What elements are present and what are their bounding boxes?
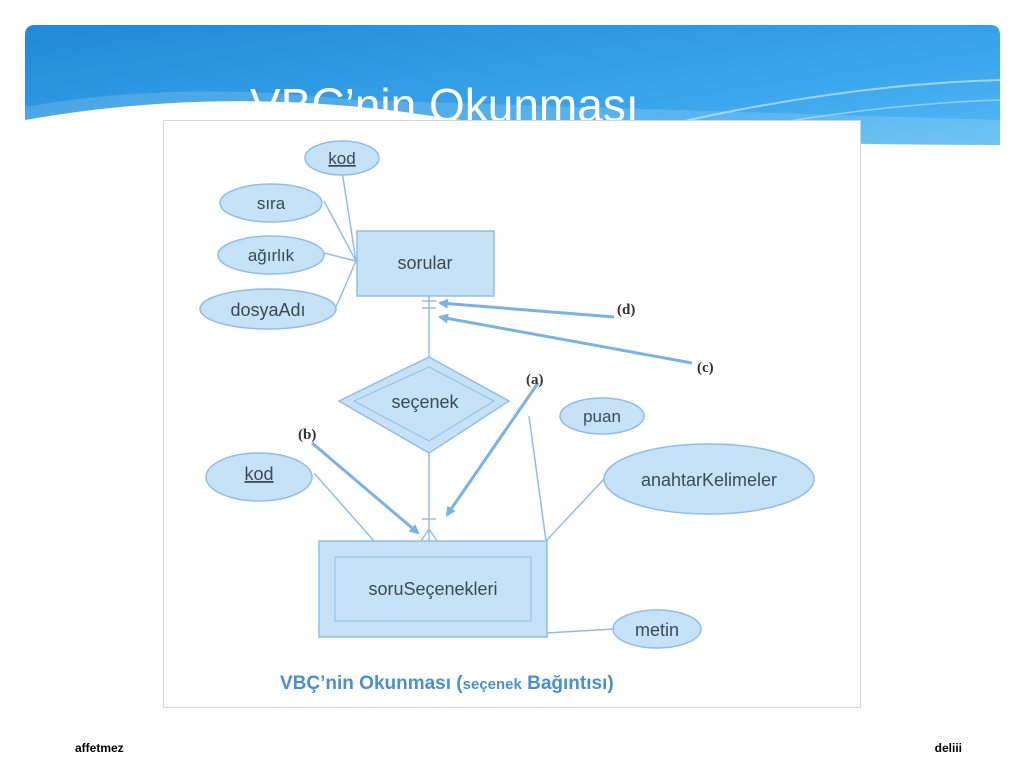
attribute-sorular-kod-label: kod (328, 149, 355, 168)
attribute-puan (559, 397, 645, 435)
callout-a: (a) (526, 372, 544, 388)
entity-soru-secenekleri-label: soruSeçenekleri (368, 579, 497, 599)
attribute-dosya-adi (199, 288, 337, 330)
attribute-sorular-kod (304, 140, 380, 176)
attribute-agirlik (217, 235, 325, 275)
footer-left-text: affetmez (75, 741, 124, 755)
footer-right-text: deliii (934, 741, 962, 755)
relationship-secenek (337, 356, 511, 454)
entity-soru-secenekleri-inner (334, 556, 532, 622)
callout-d: (d) (617, 302, 635, 318)
caption-part1: VBÇ’nin Okunması ( (280, 673, 463, 694)
attribute-secenek-kod (205, 452, 313, 502)
attribute-agirlik-label: ağırlık (248, 246, 295, 265)
relationship-secenek-inner (352, 366, 496, 442)
attribute-dosya-adi-label: dosyaAdı (230, 300, 305, 320)
er-diagram: sorular seçenek soruSeçenekleri kod sıra… (199, 140, 815, 649)
attribute-puan-label: puan (583, 407, 621, 426)
attribute-metin (612, 609, 702, 649)
entity-sorular (356, 230, 495, 297)
attribute-anahtar-kelimeler-label: anahtarKelimeler (641, 470, 777, 490)
attribute-sira-label: sıra (257, 194, 286, 213)
relationship-secenek-label: seçenek (391, 392, 459, 412)
attribute-metin-label: metin (635, 620, 679, 640)
callout-b: (b) (298, 427, 316, 443)
attribute-anahtar-kelimeler (603, 443, 815, 515)
callout-c: (c) (697, 360, 714, 376)
er-diagram-figure: sorular seçenek soruSeçenekleri kod sıra… (163, 120, 861, 708)
entity-sorular-label: sorular (397, 253, 452, 273)
caption-part2: seçenek (462, 676, 522, 693)
cardinality-marks (420, 300, 438, 542)
caption-part3: Bağıntısı) (521, 673, 614, 694)
callout-arrows (311, 298, 693, 535)
attribute-sira (219, 183, 323, 223)
figure-caption: VBÇ’nin Okunması (seçenek Bağıntısı) (280, 673, 614, 695)
attribute-secenek-kod-label: kod (244, 464, 273, 484)
connector-lines (313, 170, 615, 634)
